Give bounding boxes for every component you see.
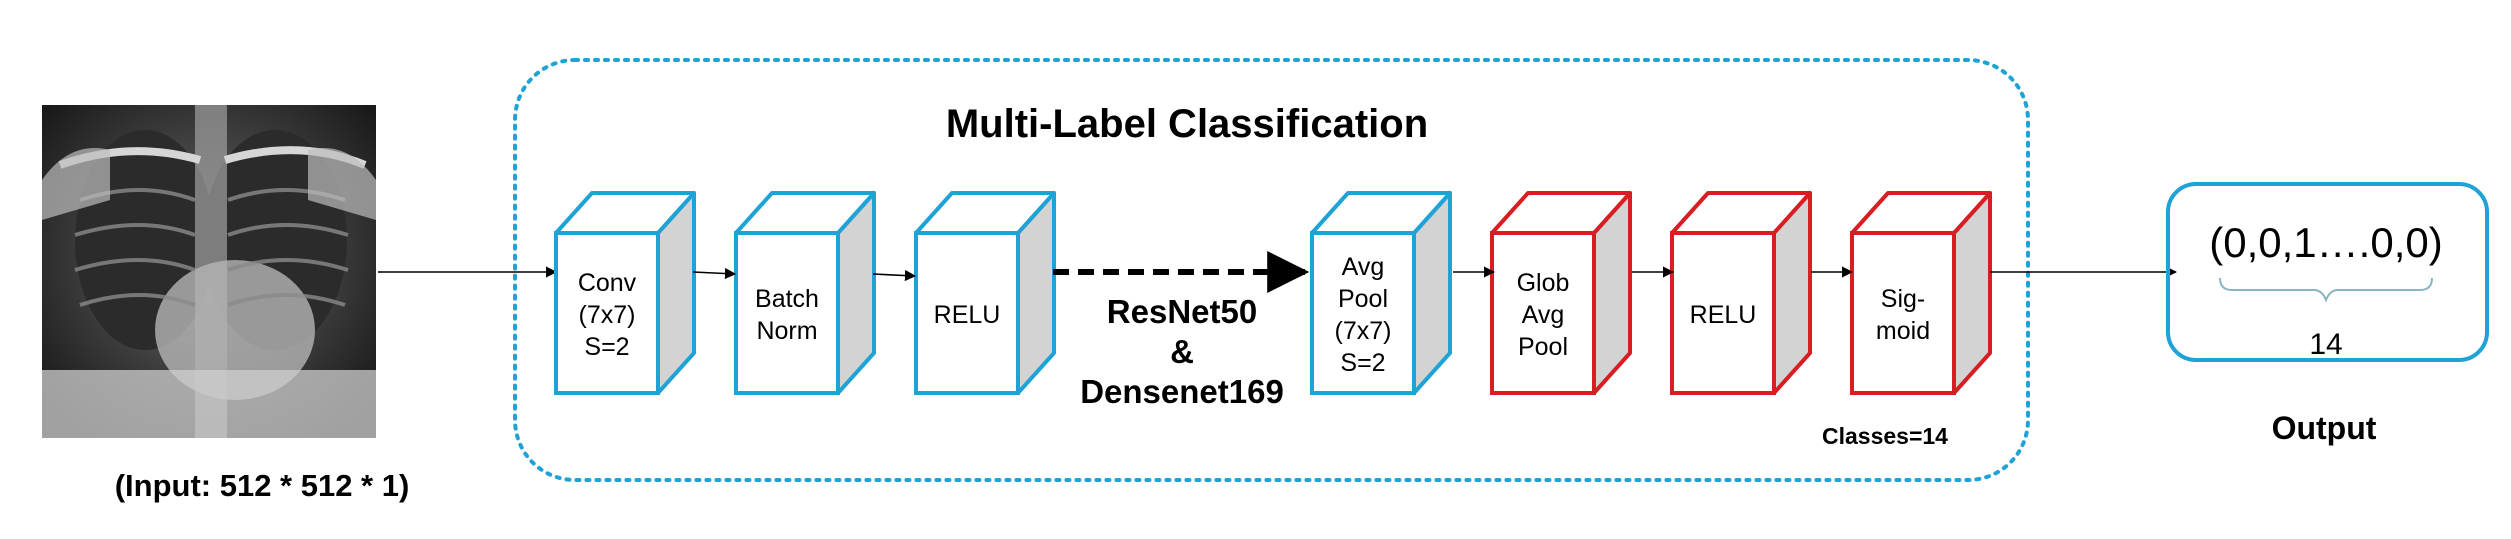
output-vector: (0,0,1….0,0) [2209, 219, 2442, 266]
output-label: Output [2272, 410, 2377, 446]
block-label-line: RELU [934, 301, 1001, 329]
block-front-face [734, 231, 840, 395]
block-label-line: Avg [1522, 301, 1565, 329]
connector-1-2 [692, 267, 737, 280]
block-front-face [1490, 231, 1596, 395]
connector-2-3 [872, 269, 917, 282]
chest-xray-image [42, 105, 376, 438]
block-front-face [1310, 231, 1416, 395]
output-count: 14 [2309, 328, 2342, 361]
classes-note: Classes=14 [1822, 423, 1948, 449]
block-front-face [1850, 231, 1956, 395]
block-label-line: Conv [578, 269, 637, 297]
block-front-face [914, 231, 1020, 395]
block-label-line: Glob [1517, 269, 1570, 297]
backbone-label-3: Densenet169 [1080, 373, 1284, 410]
output-brace [2219, 277, 2433, 303]
block-label-line: Pool [1338, 285, 1388, 313]
block-label-line: Pool [1518, 333, 1568, 361]
conv-block: Conv (7x7) S=2 [554, 191, 696, 395]
backbone-label-1: ResNet50 [1107, 293, 1257, 330]
block-label-line: Norm [756, 317, 817, 345]
input-label: (Input: 512 * 512 * 1) [115, 468, 410, 503]
block-label-line: S=2 [584, 333, 629, 361]
block-label-line: Batch [755, 285, 819, 313]
block-label-line: S=2 [1340, 349, 1385, 377]
block-label-line: moid [1876, 317, 1930, 345]
block-label-line: (7x7) [579, 301, 636, 329]
container-title: Multi-Label Classification [946, 102, 1428, 146]
sigmoid-block: Sig-moid [1850, 191, 1992, 395]
model-container [513, 58, 2030, 482]
output-box [2166, 182, 2489, 362]
block-label-line: Avg [1342, 253, 1385, 281]
block-front-face [554, 231, 660, 395]
relu-block: RELU [914, 191, 1056, 395]
block-label-line: Sig- [1881, 285, 1925, 313]
block-label-line: (7x7) [1335, 317, 1392, 345]
block-front-face [1670, 231, 1776, 395]
block-label-line: RELU [1690, 301, 1757, 329]
backbone-label-2: & [1170, 333, 1194, 370]
relu-block-2: RELU [1670, 191, 1812, 395]
